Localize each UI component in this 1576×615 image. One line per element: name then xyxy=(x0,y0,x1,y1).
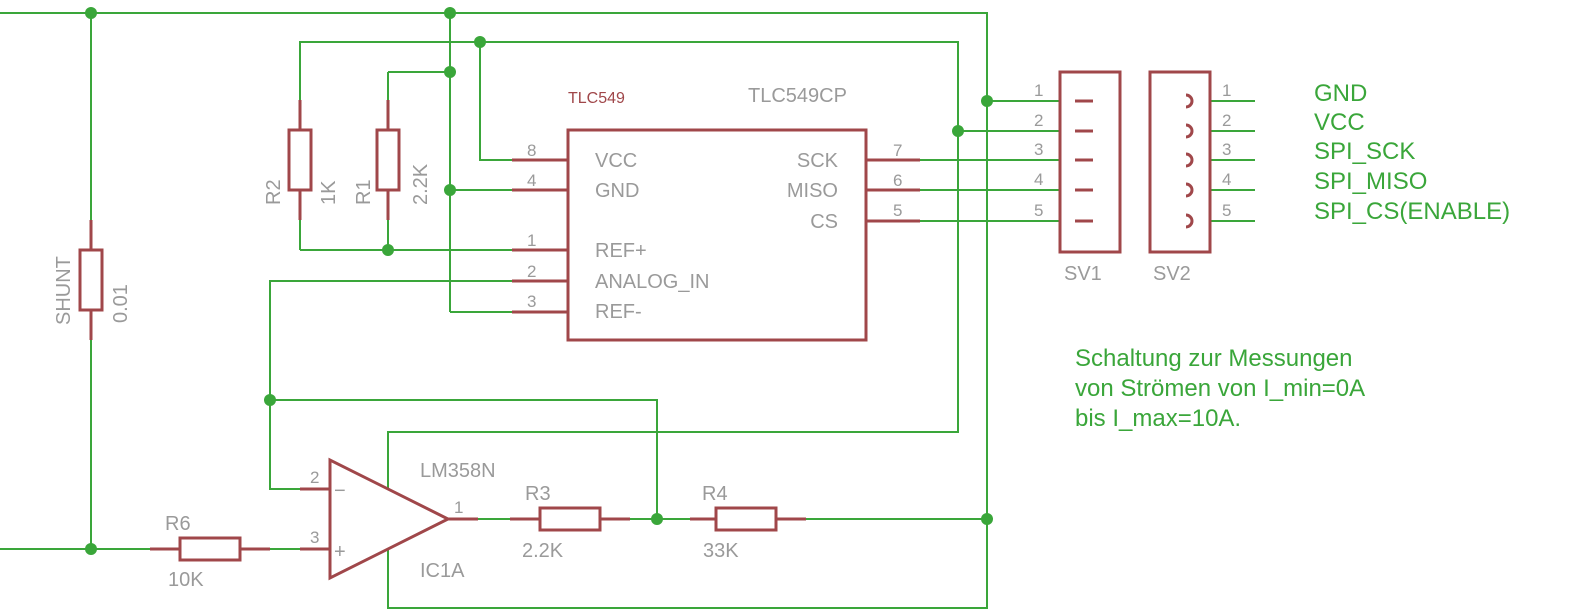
note-line: bis I_max=10A. xyxy=(1075,405,1241,432)
adc-pin-number: 3 xyxy=(527,292,536,311)
resistor-r6-value: 10K xyxy=(168,569,204,591)
opamp-pin-out: 1 xyxy=(454,498,463,517)
sv2-pin-number: 5 xyxy=(1222,201,1231,220)
resistor-r3: R3 2.2K xyxy=(510,483,630,562)
resistor-shunt-name: SHUNT xyxy=(53,256,75,325)
resistor-r4-value: 33K xyxy=(703,540,739,562)
adc-pin-name: ANALOG_IN xyxy=(595,271,709,293)
resistor-r1-name: R1 xyxy=(353,179,375,205)
adc-chip: TLC549 TLC549CP 8 VCC 4 GND 1 REF+ 2 ANA… xyxy=(512,85,920,342)
resistor-r4: R4 33K xyxy=(690,483,806,562)
connector-sv1: 1 2 3 4 5 SV1 xyxy=(1034,70,1122,285)
resistor-r2: R2 1K xyxy=(263,100,340,220)
adc-pin-number: 8 xyxy=(527,141,536,160)
adc-pin-number: 6 xyxy=(893,171,902,190)
adc-pin-name: SCK xyxy=(797,150,839,172)
signal-label: SPI_SCK xyxy=(1314,138,1415,165)
signal-labels: GND VCC SPI_SCK SPI_MISO SPI_CS(ENABLE) xyxy=(1314,80,1510,225)
adc-pin-number: 4 xyxy=(527,171,536,190)
opamp-pin-neg: 2 xyxy=(310,468,319,487)
adc-pin-name: VCC xyxy=(595,150,637,172)
adc-pin-name: CS xyxy=(810,211,838,233)
opamp-lm358: − + 2 3 1 LM358N IC1A xyxy=(300,457,496,582)
signal-label: SPI_CS(ENABLE) xyxy=(1314,198,1510,225)
resistor-r2-name: R2 xyxy=(263,179,285,205)
resistor-r3-value: 2.2K xyxy=(522,540,564,562)
sv2-pin-number: 1 xyxy=(1222,81,1231,100)
junctions xyxy=(85,7,993,555)
opamp-pos-sign: + xyxy=(334,541,346,563)
resistor-shunt: SHUNT 0.01 xyxy=(53,220,132,340)
circuit-note: Schaltung zur Messungen von Strömen von … xyxy=(1075,345,1365,432)
connector-sv2: 1 2 3 4 5 SV2 xyxy=(1148,70,1231,285)
adc-pin-number: 5 xyxy=(893,201,902,220)
sv1-label: SV1 xyxy=(1064,263,1102,285)
sv1-pin-number: 4 xyxy=(1034,170,1043,189)
opamp-name: LM358N xyxy=(420,460,496,482)
resistor-r3-name: R3 xyxy=(525,483,551,505)
sv1-pin-number: 2 xyxy=(1034,111,1043,130)
signal-label: GND xyxy=(1314,80,1367,107)
adc-part-name: TLC549CP xyxy=(748,85,847,107)
resistor-r1-value: 2.2K xyxy=(410,163,432,205)
signal-label: SPI_MISO xyxy=(1314,168,1427,195)
opamp-pin-pos: 3 xyxy=(310,528,319,547)
adc-package-label: TLC549 xyxy=(568,90,625,107)
opamp-designator: IC1A xyxy=(420,560,465,582)
note-line: von Strömen von I_min=0A xyxy=(1075,375,1365,402)
note-line: Schaltung zur Messungen xyxy=(1075,345,1353,372)
wires xyxy=(0,12,1255,609)
adc-pin-name: REF- xyxy=(595,301,642,323)
sv1-pin-number: 5 xyxy=(1034,201,1043,220)
adc-pin-number: 2 xyxy=(527,262,536,281)
sv2-pin-number: 2 xyxy=(1222,111,1231,130)
adc-pin-name: GND xyxy=(595,180,639,202)
resistor-r1: R1 2.2K xyxy=(353,100,432,220)
sv1-pin-number: 3 xyxy=(1034,140,1043,159)
resistor-shunt-value: 0.01 xyxy=(110,284,132,323)
opamp-neg-sign: − xyxy=(334,480,346,502)
sv2-pin-number: 4 xyxy=(1222,170,1231,189)
resistor-r6: R6 10K xyxy=(150,513,270,591)
adc-pin-name: REF+ xyxy=(595,240,647,262)
adc-pin-number: 7 xyxy=(893,141,902,160)
adc-pin-name: MISO xyxy=(787,180,838,202)
adc-pin-number: 1 xyxy=(527,231,536,250)
signal-label: VCC xyxy=(1314,109,1365,136)
sv2-pin-number: 3 xyxy=(1222,140,1231,159)
sv2-label: SV2 xyxy=(1153,263,1191,285)
resistor-r6-name: R6 xyxy=(165,513,191,535)
resistor-r2-value: 1K xyxy=(318,180,340,205)
sv1-pin-number: 1 xyxy=(1034,81,1043,100)
resistor-r4-name: R4 xyxy=(702,483,728,505)
